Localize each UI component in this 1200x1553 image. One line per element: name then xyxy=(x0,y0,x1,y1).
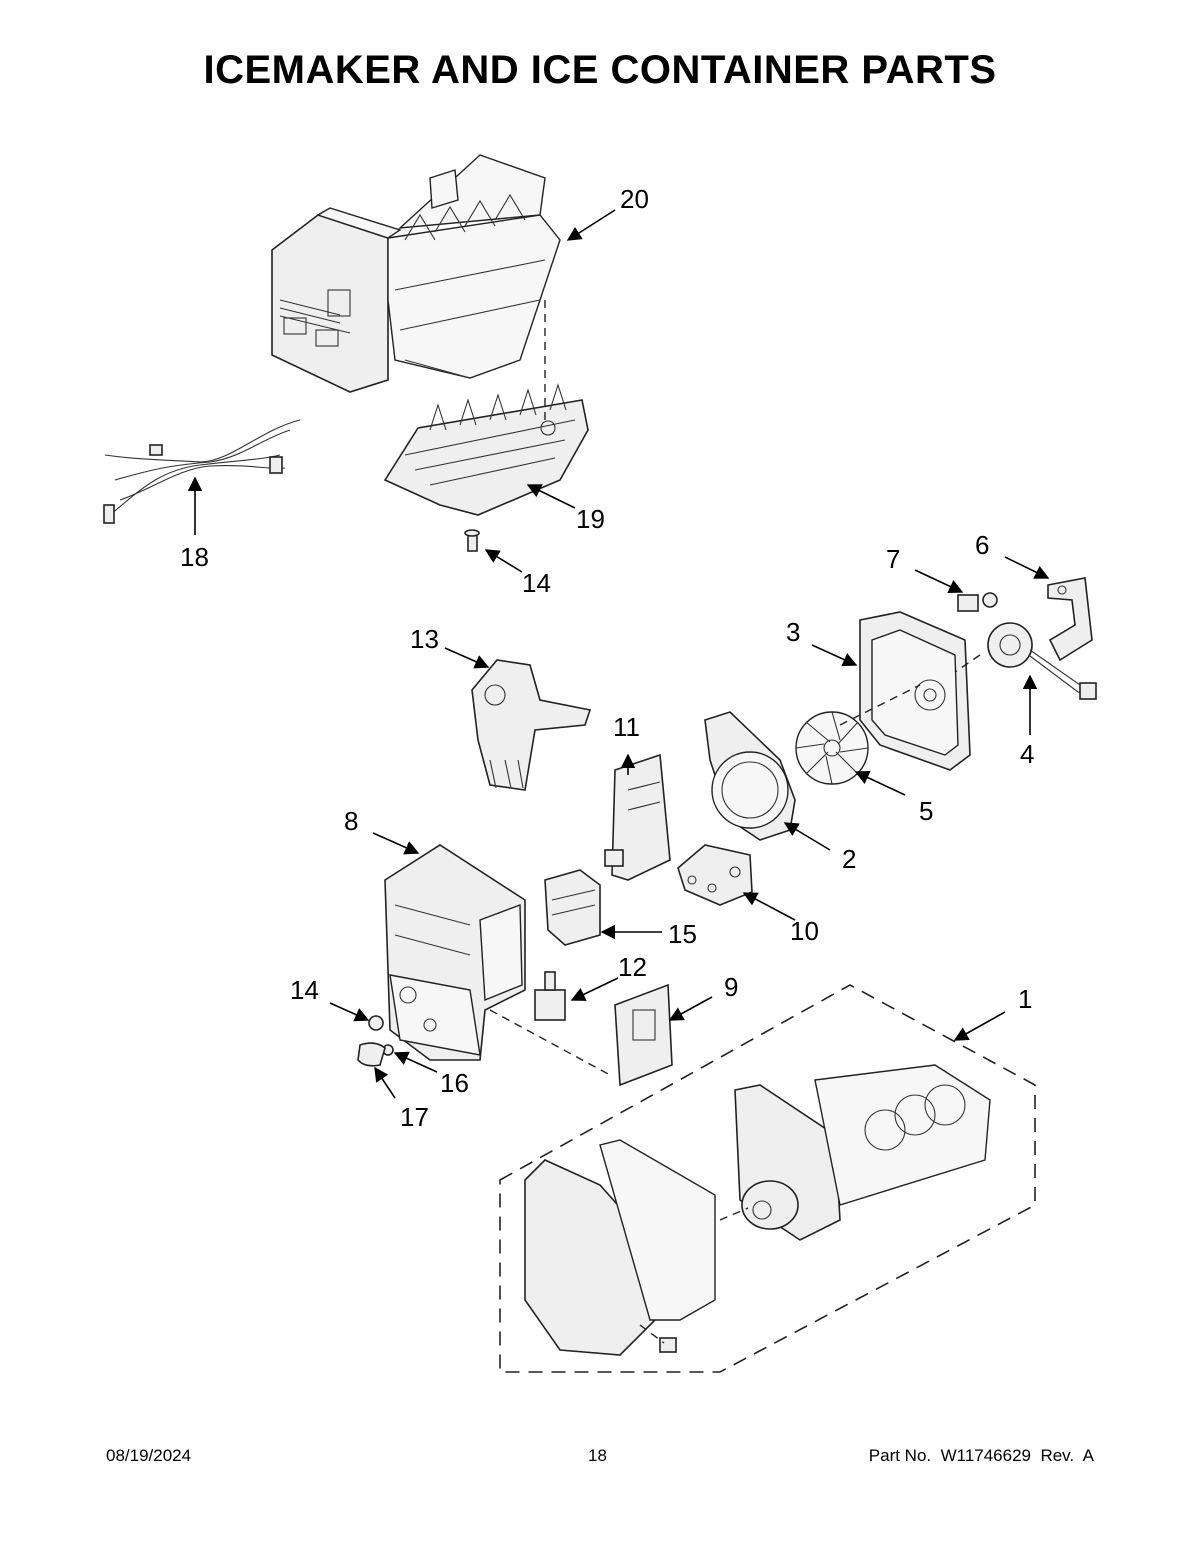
callout-13: 13 xyxy=(410,624,439,654)
callout-3: 3 xyxy=(786,617,800,647)
callout-19: 19 xyxy=(576,504,605,534)
callout-9: 9 xyxy=(724,972,738,1002)
assembly-guide-lines xyxy=(489,300,981,1344)
fan-housing xyxy=(859,611,971,771)
callout-1: 1 xyxy=(1018,984,1032,1014)
callout-16: 16 xyxy=(440,1068,469,1098)
footer-part-number: Part No. W11746629 Rev. A xyxy=(868,1446,1094,1465)
bracket xyxy=(544,869,601,946)
callout-8: 8 xyxy=(344,806,358,836)
ice-clip xyxy=(357,1042,386,1067)
callout-11: 11 xyxy=(613,712,640,742)
screw-lower xyxy=(368,1015,384,1031)
wire-harness xyxy=(103,419,301,524)
callout-20: 20 xyxy=(620,184,649,214)
callout-12: 12 xyxy=(618,952,647,982)
callout-5: 5 xyxy=(919,796,933,826)
auger-motor xyxy=(677,844,753,906)
damper xyxy=(604,753,671,881)
callout-4: 4 xyxy=(1020,739,1034,769)
callout-17: 17 xyxy=(400,1102,429,1132)
ice-container-assembly xyxy=(499,984,1036,1373)
callout-7: 7 xyxy=(886,544,900,574)
callout-10: 10 xyxy=(790,916,819,946)
dispenser-housing xyxy=(384,844,526,1061)
ice-chute-cover xyxy=(471,659,592,791)
icemaker-assembly xyxy=(271,154,561,393)
fan-motor xyxy=(987,622,1097,700)
callout-14-top: 14 xyxy=(522,568,551,598)
footer-date: 08/19/2024 xyxy=(106,1446,192,1465)
fan-blade xyxy=(795,711,869,785)
callout-15: 15 xyxy=(668,919,697,949)
clip xyxy=(957,592,998,612)
solenoid xyxy=(534,971,566,1021)
leader-arrows xyxy=(187,209,1050,1099)
footer-page-number: 18 xyxy=(588,1446,607,1465)
page-title: ICEMAKER AND ICE CONTAINER PARTS xyxy=(203,48,997,92)
callout-labels: 20 18 19 14 13 7 6 3 4 11 5 8 2 10 15 12… xyxy=(180,184,1034,1132)
callout-14-bottom: 14 xyxy=(290,975,319,1005)
cover-plate xyxy=(614,983,673,1087)
screw-top xyxy=(464,529,480,552)
callout-2: 2 xyxy=(842,844,856,874)
callout-18: 18 xyxy=(180,542,209,572)
motor-bracket xyxy=(1047,577,1093,662)
fan-cover xyxy=(704,711,796,841)
ice-mold xyxy=(383,383,589,516)
callout-6: 6 xyxy=(975,530,989,560)
